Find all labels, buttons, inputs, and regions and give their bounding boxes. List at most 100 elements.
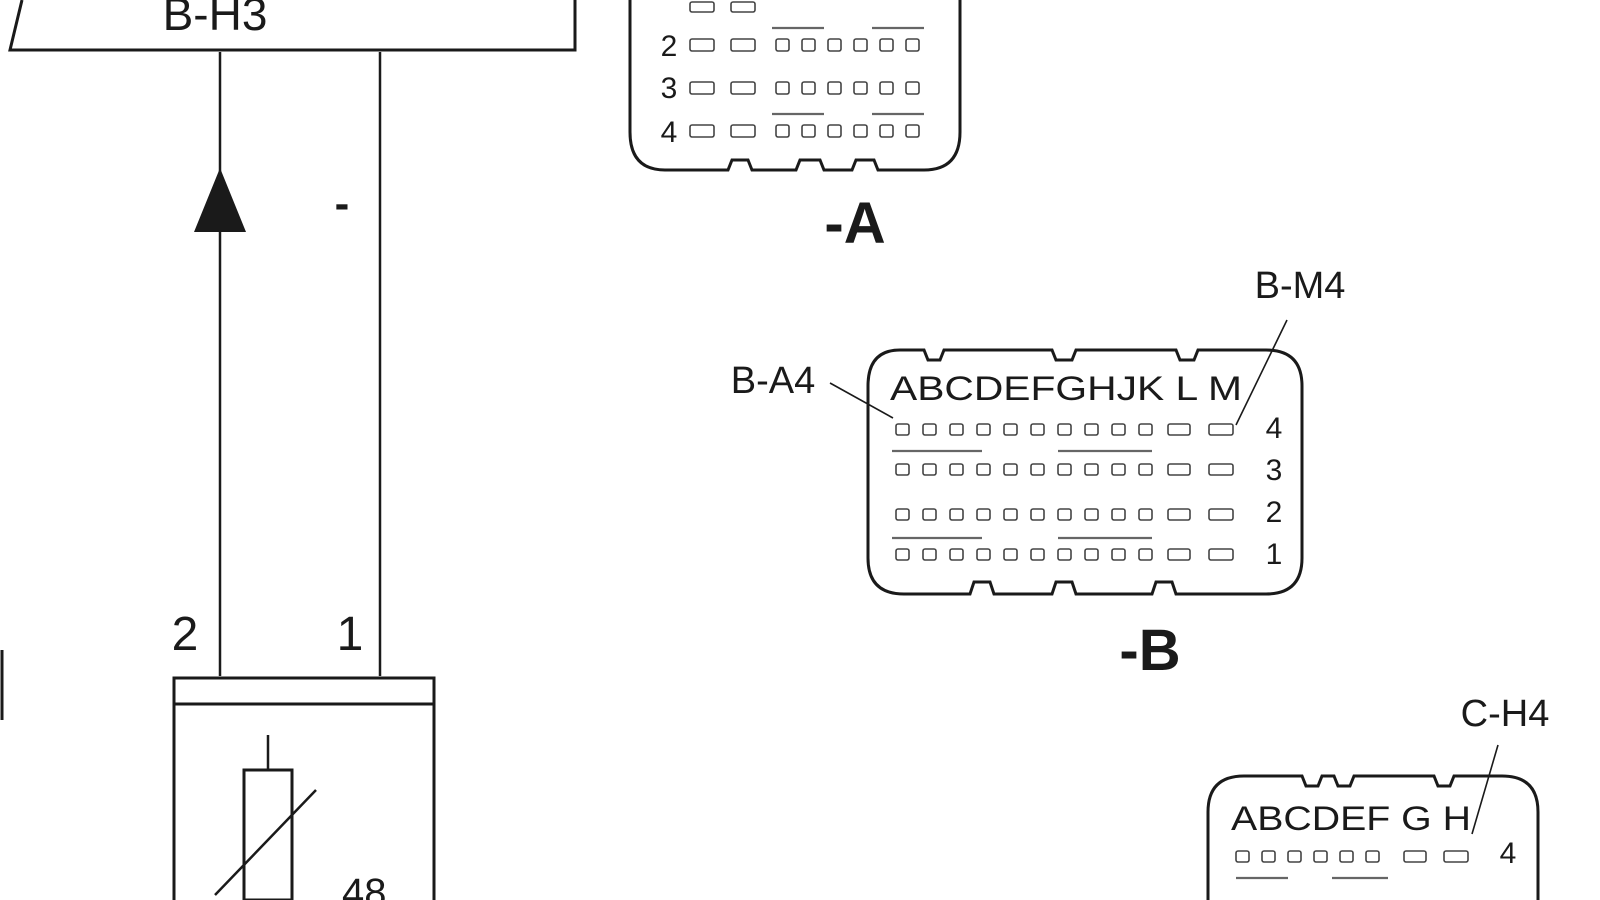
- connector-pin: [895, 423, 910, 436]
- connector-pin: [853, 38, 868, 52]
- connector-pin: [775, 81, 790, 95]
- wire-marker: -: [335, 179, 350, 228]
- connector-c-pins: [1235, 850, 1469, 863]
- connector-pin: [1235, 850, 1250, 863]
- connector-pin: [905, 124, 920, 138]
- connector-pin: [895, 508, 910, 521]
- connector-pin: [1287, 850, 1302, 863]
- connector-pin: [730, 81, 756, 95]
- connector-pin: [1084, 463, 1099, 476]
- connector-pin: [1261, 850, 1276, 863]
- connector-pin: [853, 124, 868, 138]
- connector-pin: [922, 508, 937, 521]
- connector-pin: [689, 81, 715, 95]
- connector-pin: [1003, 548, 1018, 561]
- connector-pin: [689, 38, 715, 52]
- connector-pin: [775, 124, 790, 138]
- connector-pin: [1084, 508, 1099, 521]
- connector-pin: [801, 38, 816, 52]
- connector-a-row-2: 2: [661, 30, 678, 63]
- connector-pin: [922, 548, 937, 561]
- connector-a-row-3: 3: [661, 72, 678, 105]
- connector-pin: [1030, 463, 1045, 476]
- top-connector-box: B-H3: [8, 0, 577, 52]
- connector-pin: [1084, 423, 1099, 436]
- connector-b-row-3: 3: [1266, 454, 1283, 487]
- callout-b-m4-leader: [1235, 319, 1288, 426]
- connector-pin: [1443, 850, 1469, 863]
- callout-c-h4-leader: [1471, 744, 1499, 835]
- connector-pin: [827, 124, 842, 138]
- connector-a-row-4: 4: [661, 116, 678, 149]
- connector-pin: [1030, 508, 1045, 521]
- connector-pin: [1313, 850, 1328, 863]
- connector-pin: [895, 548, 910, 561]
- connector-b-columns: ABCDEFGHJK L M: [890, 370, 1242, 408]
- connector-pin: [1138, 463, 1153, 476]
- connector-c-columns: ABCDEF G H: [1231, 800, 1471, 838]
- connector-pin: [949, 508, 964, 521]
- connector-pin: [730, 124, 756, 138]
- connector-pin: [1057, 463, 1072, 476]
- signal-arrow-icon: [194, 168, 246, 232]
- sensor-label: 48: [342, 871, 387, 900]
- connector-pin: [922, 463, 937, 476]
- connector-b-row-4: 4: [1266, 412, 1283, 445]
- connector-pin: [1030, 548, 1045, 561]
- connector-pin: [1111, 508, 1126, 521]
- connector-pin: [1208, 463, 1234, 476]
- variable-resistor-icon: [214, 789, 317, 896]
- connector-b: ABCDEFGHJK L M 4 3 2 1 B-A4 B-M4 -B: [731, 265, 1346, 683]
- sensor-component: 48: [172, 676, 436, 900]
- connector-pin: [1138, 423, 1153, 436]
- connector-b-row-1: 1: [1266, 538, 1283, 571]
- connector-pin: [853, 81, 868, 95]
- connector-b-row-2: 2: [1266, 496, 1283, 529]
- connector-pin: [827, 81, 842, 95]
- connector-pin: [1403, 850, 1427, 863]
- connector-pin: [879, 81, 894, 95]
- callout-b-m4: B-M4: [1255, 265, 1346, 307]
- callout-c-h4: C-H4: [1461, 693, 1550, 735]
- connector-a-label: -A: [824, 191, 885, 256]
- connector-pin: [775, 38, 790, 52]
- connector-pin: [1138, 508, 1153, 521]
- connector-pin: [1208, 508, 1234, 521]
- connector-pin: [976, 548, 991, 561]
- pin-number-left: 2: [172, 608, 199, 661]
- connector-c-row-4: 4: [1500, 837, 1517, 870]
- connector-pin: [879, 124, 894, 138]
- connector-pin: [1208, 548, 1234, 561]
- connector-pin: [1057, 548, 1072, 561]
- connector-pin: [1084, 548, 1099, 561]
- connector-pin: [976, 508, 991, 521]
- connector-pin: [976, 463, 991, 476]
- connector-a-bars: [772, 26, 924, 116]
- connector-pin: [895, 463, 910, 476]
- connector-pin: [949, 463, 964, 476]
- connector-pin: [922, 423, 937, 436]
- connector-pin: [1057, 508, 1072, 521]
- connector-pin: [1003, 463, 1018, 476]
- connector-pin: [879, 38, 894, 52]
- connector-pin: [1111, 463, 1126, 476]
- connector-pin: [1339, 850, 1354, 863]
- connector-pin: [1167, 548, 1191, 561]
- connector-b-label: -B: [1119, 618, 1180, 683]
- connector-pin: [1030, 423, 1045, 436]
- callout-b-a4-leader: [829, 382, 894, 419]
- connector-pin: [1138, 548, 1153, 561]
- top-box-label: B-H3: [163, 0, 268, 40]
- connector-pin: [801, 81, 816, 95]
- connector-a-pins: [689, 38, 920, 138]
- connector-pin: [730, 38, 756, 52]
- connector-pin: [689, 124, 715, 138]
- pin-number-right: 1: [337, 608, 364, 661]
- connector-pin: [827, 38, 842, 52]
- connector-pin: [949, 423, 964, 436]
- connector-pin: [1111, 548, 1126, 561]
- connector-pin: [1167, 463, 1191, 476]
- connector-pin: [1111, 423, 1126, 436]
- connector-b-pins: [895, 423, 1234, 561]
- connector-pin: [976, 423, 991, 436]
